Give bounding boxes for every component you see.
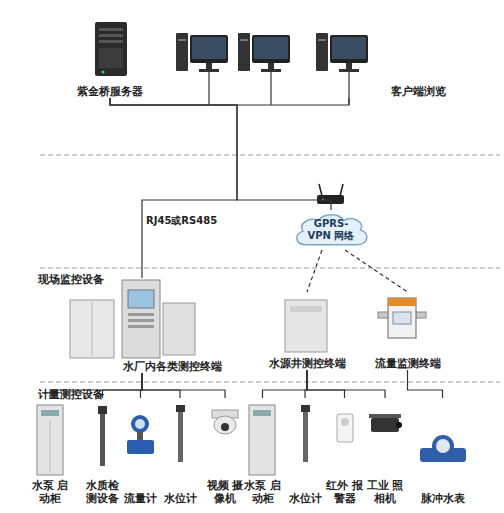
pc-drop-wires [209,72,349,105]
separator-lines [40,155,500,382]
section-label: 现场监控设备 [38,272,104,287]
field-device-icons [37,405,466,475]
router-icon [317,184,344,204]
field-device: 脉冲水表 [400,398,485,505]
client-node: 客户端浏览 [170,25,446,98]
field-device: 水位计 [160,398,200,505]
server-node: 紫金桥服务器 [62,20,158,98]
field-device: 水泵 启动柜 [240,398,285,505]
cloud-shape [297,215,367,245]
wire-connector [110,98,237,278]
plant-terminal-cabinets [70,280,195,358]
wireless-link [345,250,408,292]
node-caption: 脉冲水表 [421,492,465,505]
field-device: 水质检 测设备 [80,398,125,505]
wire-connector [103,373,143,398]
flow-terminal-device [378,298,426,338]
wire-connector [142,373,225,398]
node-caption: 水位计 [164,492,197,505]
wire-connector [408,370,443,398]
node-caption: 水位计 [289,492,322,505]
node-caption: 水厂内各类测控终端 [123,360,222,373]
field-device: 水位计 [285,398,325,505]
node-caption: 客户端浏览 [391,85,446,98]
node-caption: 视频 摄像机 [205,479,245,505]
well-terminal-cabinet [285,300,327,352]
node-caption: GPRS-VPN 网络 [303,218,359,242]
wire-connector [110,98,349,105]
wire-connector [142,373,180,398]
node-caption: 水泵 启动柜 [30,479,70,505]
wire-connector [110,98,331,210]
node-caption: 紫金桥服务器 [77,85,143,98]
terminal-node: 流量监测终端 [365,292,450,370]
node-caption: 工业 照相机 [365,479,405,505]
wire-connector [305,370,307,398]
field-device: 流量计 [118,398,163,505]
node-caption: 红外 报警器 [325,479,365,505]
field-device: 视频 摄像机 [200,398,250,505]
terminal-node: 水厂内各类测控终端 [62,278,222,373]
node-caption: 流量计 [124,492,157,505]
pc-icons [176,33,368,72]
node-caption: 水泵 启动柜 [243,479,283,505]
node-caption: 水源井测控终端 [269,357,346,370]
edge-label: RJ45或RS485 [146,214,217,228]
server-icon [95,22,127,76]
terminal-node: 水源井测控终端 [262,292,352,370]
field-device: 红外 报警器 [322,398,367,505]
wireless-link [307,250,322,292]
node-caption: 水质检 测设备 [83,479,123,505]
network-cloud: GPRS-VPN 网络 [292,210,370,250]
wire-connector [263,370,308,398]
wire-connector [307,370,385,398]
field-device: 工业 照相机 [360,398,410,505]
node-caption: 流量监测终端 [375,357,441,370]
section-label: 计量测控设备 [38,387,104,402]
wire-connector [141,373,143,398]
wire-connector [307,370,345,398]
field-device: 水泵 启动柜 [25,398,75,505]
